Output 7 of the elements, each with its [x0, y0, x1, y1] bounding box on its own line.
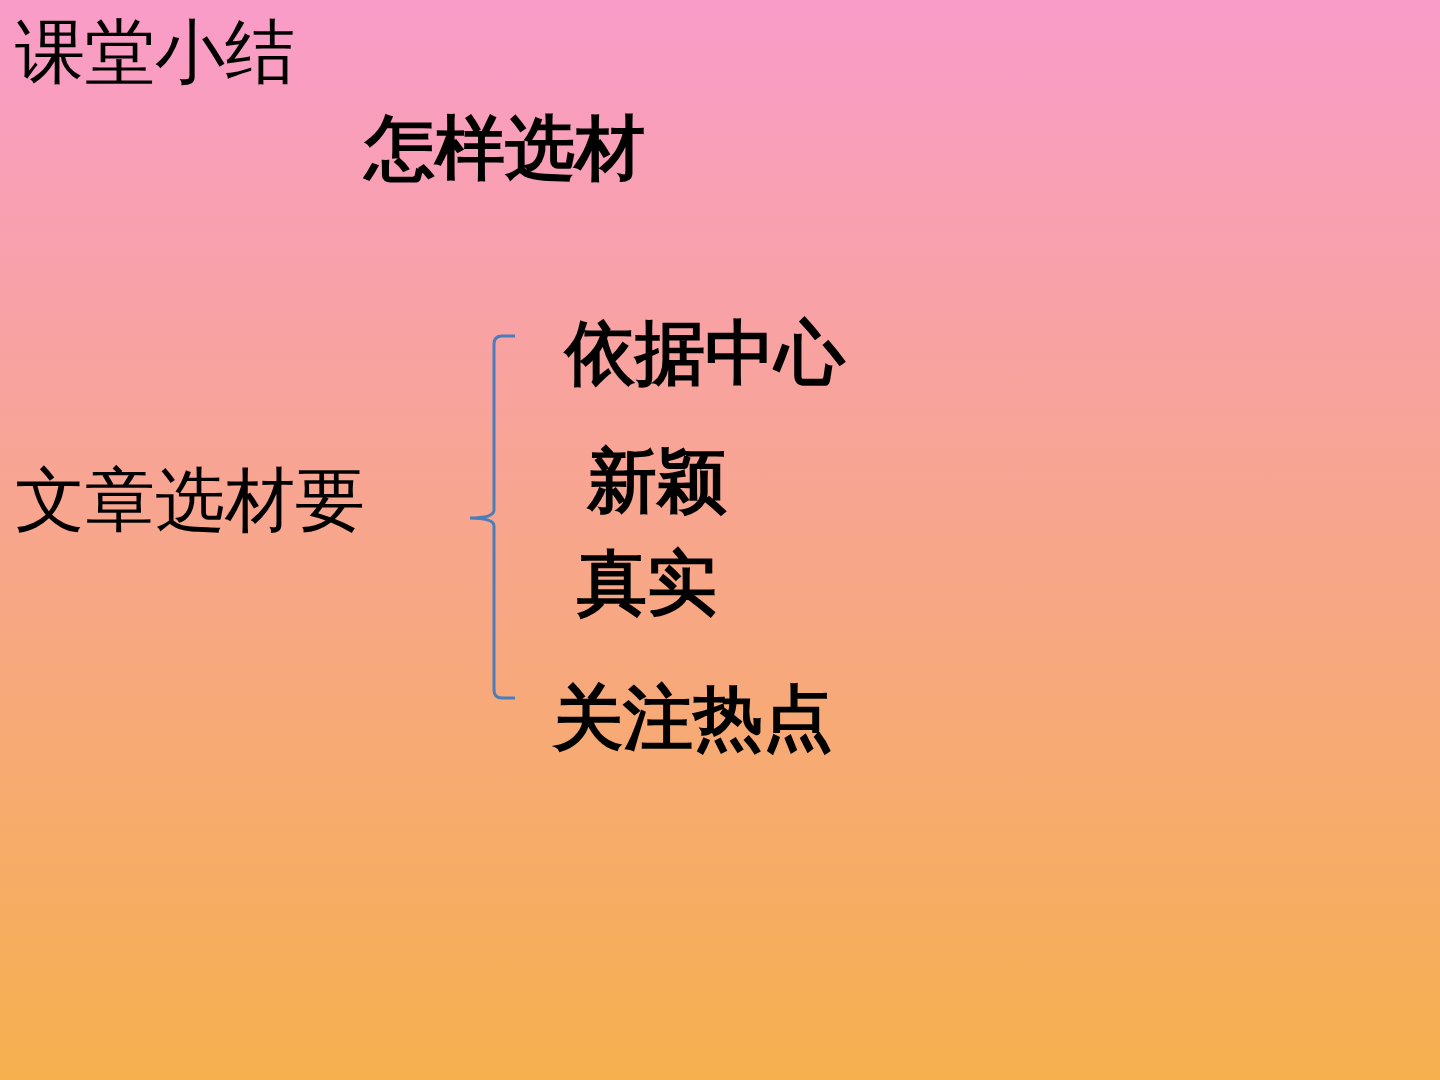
list-item: 关注热点 — [553, 680, 833, 757]
list-item: 依据中心 — [565, 315, 845, 392]
slide-title: 课堂小结 — [15, 14, 295, 91]
list-item: 新颖 — [587, 443, 727, 520]
topic-text: 文章选材要 — [15, 462, 365, 539]
list-item: 真实 — [577, 545, 717, 622]
subheading: 怎样选材 — [365, 110, 645, 187]
